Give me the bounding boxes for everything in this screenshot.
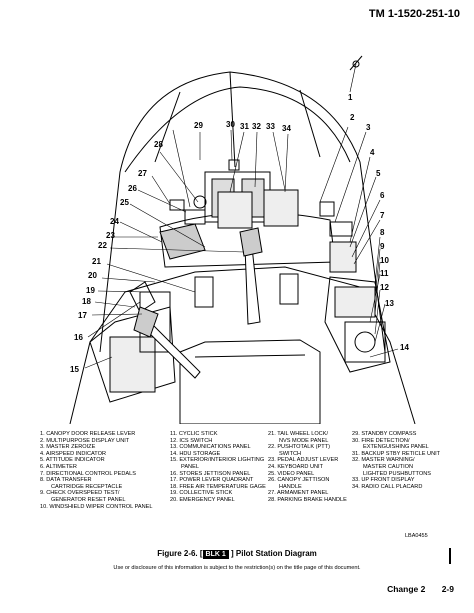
callout-14: 14 xyxy=(400,343,409,352)
legend-column-3: 21. TAIL WHEEL LOCK/NVS MODE PANEL 22. P… xyxy=(268,431,347,504)
mpd-left xyxy=(217,191,253,229)
restriction-notice: Use or disclosure of this information is… xyxy=(113,565,361,571)
keyboard-unit xyxy=(159,223,206,260)
change-label: Change 2 xyxy=(387,584,426,594)
callout-13: 13 xyxy=(385,299,394,308)
callout-23: 23 xyxy=(106,231,115,240)
callout-19: 19 xyxy=(86,286,95,295)
callout-22: 22 xyxy=(98,241,107,250)
callout-29: 29 xyxy=(194,121,203,130)
callout-4: 4 xyxy=(370,148,375,157)
legend-item: 9. CHECK OVERSPEED TEST/GENERATOR RESET … xyxy=(40,490,126,503)
callout-15: 15 xyxy=(70,365,79,374)
callout-2: 2 xyxy=(350,113,355,122)
legend-item: 23. PEDAL ADJUST LEVER xyxy=(268,457,339,464)
callout-8: 8 xyxy=(380,228,385,237)
callout-16: 16 xyxy=(74,333,83,342)
legend-column-1: 1. CANOPY DOOR RELEASE LEVER 2. MULTIPUR… xyxy=(40,431,153,510)
legend-item: 29. STANDBY COMPASS xyxy=(352,431,417,437)
legend-item: 22. PUSHTOTALK (PTT)SWITCH xyxy=(268,444,330,457)
callout-33: 33 xyxy=(266,122,275,131)
callout-31: 31 xyxy=(240,122,249,131)
legend-item: 6. ALTIMETER xyxy=(40,463,77,470)
mpd-right xyxy=(263,189,299,227)
callout-32: 32 xyxy=(252,122,261,131)
callout-34: 34 xyxy=(282,124,291,133)
lighting-panel xyxy=(109,336,156,393)
legend-column-4: 29. STANDBY COMPASS 30. FIRE DETECTION/E… xyxy=(352,431,440,490)
page-footer: Change 2 2-9 xyxy=(373,584,454,594)
callout-24: 24 xyxy=(110,217,119,226)
legend-item: 11. CYCLIC STICK xyxy=(170,431,218,437)
legend-item: 2. MULTIPURPOSE DISPLAY UNIT xyxy=(40,437,130,444)
caption-suffix: ] Pilot Station Diagram xyxy=(228,549,317,558)
callout-20: 20 xyxy=(88,271,97,280)
callout-7: 7 xyxy=(380,211,385,220)
blk-badge: BLK 1 xyxy=(202,550,229,559)
legend-item: 20. EMERGENCY PANEL xyxy=(170,496,235,503)
legend-item: 13. COMMUNICATIONS PANEL xyxy=(170,444,251,451)
caption-prefix: Figure 2-6. [ xyxy=(157,549,203,558)
legend-item: 34. RADIO CALL PLACARD xyxy=(352,483,423,490)
cyclic-stick xyxy=(244,246,261,325)
legend-item: 25. VIDEO PANEL xyxy=(268,470,315,477)
callout-25: 25 xyxy=(120,198,129,207)
legend-item: 18. FREE AIR TEMPERATURE GAGE xyxy=(170,483,266,490)
legend-item: 17. POWER LEVER QUADRANT xyxy=(170,477,254,484)
callout-17: 17 xyxy=(78,311,87,320)
legend-column-2: 11. CYCLIC STICK 12. ICS SWITCH 13. COMM… xyxy=(170,431,266,504)
callout-1: 1 xyxy=(348,93,353,102)
legend-item: 3. MASTER ZEROIZE xyxy=(40,444,96,451)
callout-12: 12 xyxy=(380,283,389,292)
legend-item: 24. KEYBOARD UNIT xyxy=(268,463,324,470)
callout-18: 18 xyxy=(82,297,91,306)
legend-item: 4. AIRSPEED INDICATOR xyxy=(40,450,107,457)
callout-9: 9 xyxy=(380,242,385,251)
legend-item: 30. FIRE DETECTION/EXTENGUISHING PANEL xyxy=(352,437,429,451)
page-number: 2-9 xyxy=(441,584,454,594)
legend-item: 21. TAIL WHEEL LOCK/NVS MODE PANEL xyxy=(268,431,329,444)
legend-item: 10. WINDSHIELD WIPER CONTROL PANEL xyxy=(40,503,153,510)
communications-panel xyxy=(334,286,376,318)
legend-item: 19. COLLECTIVE STICK xyxy=(170,490,233,497)
legend-item: 33. UP FRONT DISPLAY xyxy=(352,477,415,484)
callout-10: 10 xyxy=(380,256,389,265)
legend-item: 31. BACKUP STBY RETICLE UNIT xyxy=(352,450,441,457)
callout-5: 5 xyxy=(376,169,381,178)
callout-21: 21 xyxy=(92,257,101,266)
legend-item: 27. ARMAMENT PANEL xyxy=(268,490,329,497)
legend-item: 7. DIRECTIONAL CONTROL PEDALS xyxy=(40,470,136,477)
callout-11: 11 xyxy=(380,269,389,278)
callout-27: 27 xyxy=(138,169,147,178)
legend-item: 14. HDU STORAGE xyxy=(170,450,221,457)
right-console xyxy=(324,276,391,373)
legend-item: 1. CANOPY DOOR RELEASE LEVER xyxy=(40,431,136,437)
callout-30: 30 xyxy=(226,120,235,129)
figure-code: LBA0455 xyxy=(405,533,428,539)
legend-item: 28. PARKING BRAKE HANDLE xyxy=(268,496,347,503)
figure-caption: Figure 2-6. [BLK 1 ] Pilot Station Diagr… xyxy=(0,549,474,559)
tm-number: TM 1-1520-251-10 xyxy=(368,8,460,20)
callout-3: 3 xyxy=(366,123,371,132)
legend-item: 12. ICS SWITCH xyxy=(170,437,213,444)
callout-28: 28 xyxy=(154,140,163,149)
pilot-station-diagram: 1 2 3 4 5 6 7 8 9 10 11 12 13 14 15 16 1… xyxy=(69,55,416,424)
legend-item: 5. ATTITUDE INDICATOR xyxy=(40,457,105,464)
legend-item: 16. STORES JETTISON PANEL xyxy=(170,470,251,477)
callout-6: 6 xyxy=(380,191,385,200)
callout-26: 26 xyxy=(128,184,137,193)
change-bar xyxy=(449,548,451,564)
